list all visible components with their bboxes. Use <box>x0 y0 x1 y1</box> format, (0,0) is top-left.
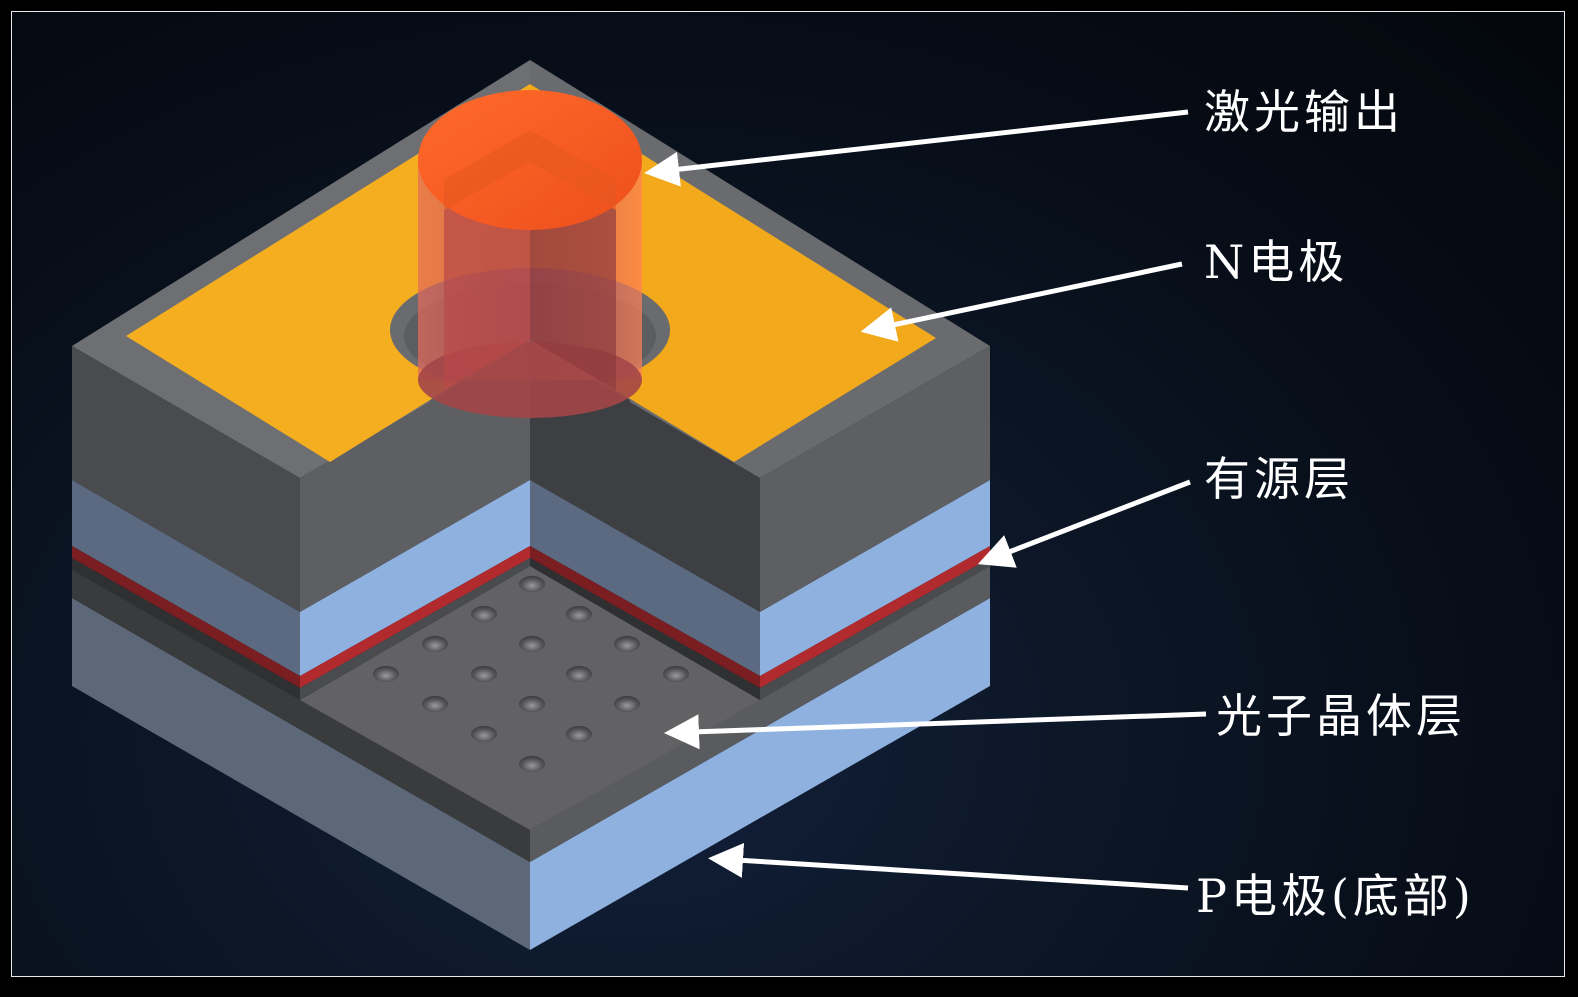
right-wing-active-face <box>760 546 990 688</box>
right-wing-gray-face <box>760 346 990 612</box>
label-n-electrode: N电极 <box>1204 235 1348 289</box>
photonic-crystal-holes <box>373 576 689 772</box>
arrow-p-electrode <box>708 842 1189 891</box>
hole-icon <box>519 636 545 652</box>
left-wing-cladding-face <box>72 480 300 676</box>
hole-icon <box>663 666 689 682</box>
hole-icon <box>566 666 592 682</box>
notch-right-active-face <box>530 546 760 688</box>
left-wing-gray-face <box>72 346 300 612</box>
hole-icon <box>373 666 399 682</box>
arrow-n-electrode <box>860 261 1183 342</box>
hole-icon <box>519 696 545 712</box>
label-p-electrode: P电极(底部) <box>1196 869 1475 923</box>
photonic-layer-right-face <box>530 566 990 862</box>
label-active-layer: 有源层 <box>1204 452 1354 506</box>
hole-icon <box>422 696 448 712</box>
hole-icon <box>471 666 497 682</box>
notch-left-active-face <box>300 546 530 688</box>
right-wing-cladding-face <box>760 480 990 676</box>
notch-right-cladding-face <box>530 480 760 676</box>
laser-beam <box>418 90 642 418</box>
p-electrode-right-face <box>530 598 990 950</box>
arrow-laser-output <box>644 109 1189 187</box>
callout-arrows <box>644 109 1207 891</box>
hole-icon <box>471 606 497 622</box>
upper-left-wing <box>72 344 530 700</box>
left-wing-under-face <box>72 558 300 700</box>
hole-icon <box>566 726 592 742</box>
right-wing-under-face <box>760 558 990 700</box>
labels: 激光输出 N电极 有源层 光子晶体层 P电极(底部) <box>1196 85 1475 923</box>
arrow-active-layer <box>977 479 1191 568</box>
notch-left-cladding-face <box>300 480 530 676</box>
notch-right-under-face <box>530 558 760 700</box>
hole-icon <box>566 606 592 622</box>
hole-icon <box>471 726 497 742</box>
label-photonic-crystal-layer: 光子晶体层 <box>1216 689 1466 743</box>
label-laser-output: 激光输出 <box>1204 85 1404 139</box>
hole-icon <box>519 576 545 592</box>
hole-icon <box>519 756 545 772</box>
hole-icon <box>614 636 640 652</box>
left-wing-active-face <box>72 546 300 688</box>
notch-left-under-face <box>300 558 530 700</box>
laser-beam-top-notch <box>444 130 616 210</box>
photonic-layer-left-face <box>72 566 530 862</box>
hole-icon <box>614 696 640 712</box>
arrow-photonic-layer <box>664 711 1207 750</box>
p-electrode-left-face <box>72 598 530 950</box>
hole-icon <box>422 636 448 652</box>
